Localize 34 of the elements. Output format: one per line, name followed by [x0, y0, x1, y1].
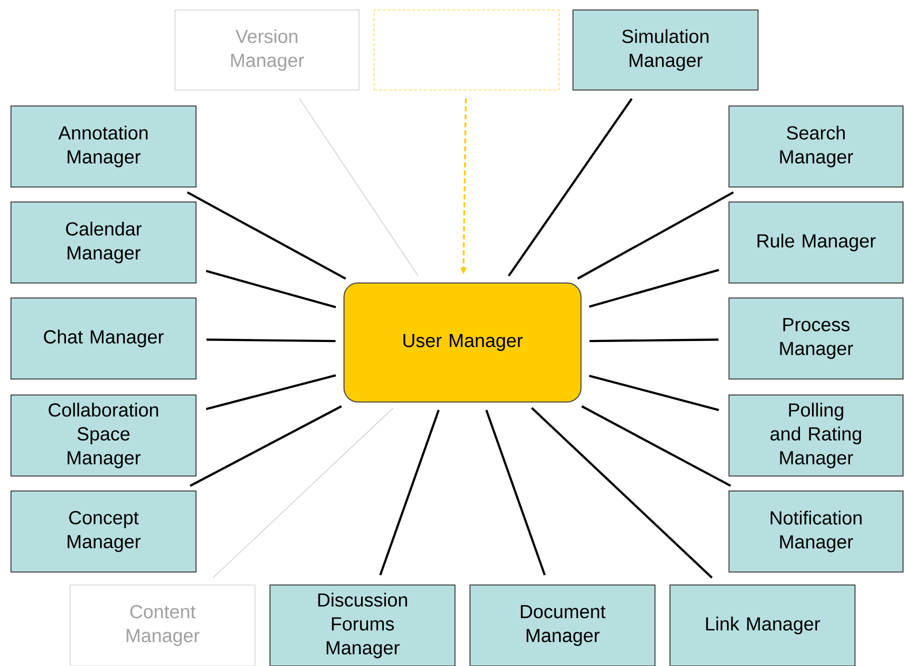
manager-box: Process Manager [728, 298, 904, 380]
connector-line [508, 98, 633, 277]
connector-line [206, 374, 336, 410]
manager-box: Version Manager [174, 10, 360, 90]
manager-box: Link Manager [670, 584, 856, 666]
connector-line [588, 268, 720, 308]
connector-line [190, 405, 342, 487]
empty-box [374, 10, 560, 90]
connector-line [206, 338, 336, 342]
connector-line [206, 270, 336, 308]
manager-box: Document Manager [470, 584, 656, 666]
manager-box: Content Manager [70, 584, 256, 666]
connector-line [212, 408, 394, 578]
connector-line [531, 407, 713, 578]
manager-box: Chat Manager [10, 298, 196, 380]
manager-box: Concept Manager [10, 490, 196, 572]
manager-box: Discussion Forums Manager [270, 584, 456, 666]
connector-line [299, 98, 418, 276]
connector-line [588, 374, 720, 412]
user-manager-box: User Manager [344, 282, 582, 402]
manager-box: Simulation Manager [572, 10, 758, 90]
connector-line [590, 338, 719, 342]
manager-box: Search Manager [728, 106, 904, 188]
connector-line [581, 405, 732, 487]
connector-line [485, 410, 546, 576]
connector-line [379, 410, 440, 576]
manager-box: Annotation Manager [10, 106, 196, 188]
manager-box: Rule Manager [728, 202, 904, 284]
connector-line [577, 191, 734, 280]
manager-box: Notification Manager [728, 490, 904, 572]
connector-line [186, 191, 346, 280]
manager-box: Calendar Manager [10, 202, 196, 284]
manager-box: Polling and Rating Manager [728, 394, 904, 476]
manager-box: Collaboration Space Manager [10, 394, 196, 476]
